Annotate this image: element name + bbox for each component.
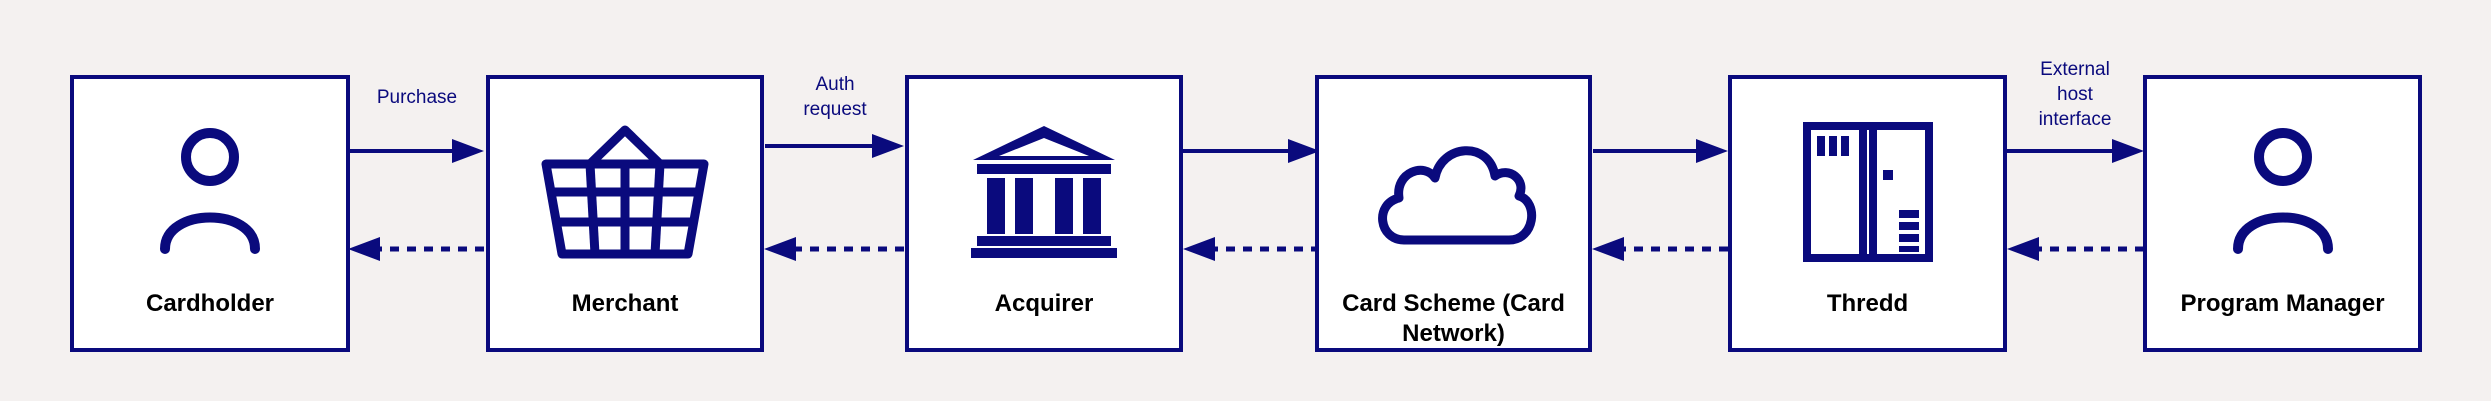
arrow-cardholder-to-merchant	[350, 139, 484, 163]
node-label: Thredd	[1826, 290, 1909, 317]
return-arrow-merchant-to-cardholder	[348, 237, 484, 261]
arrow-merchant-to-acquirer	[765, 134, 904, 158]
return-arrow-acquirer-to-merchant	[764, 237, 904, 261]
node-label: Merchant	[571, 290, 679, 317]
purchase-label: Purchase	[376, 87, 458, 108]
auth-request-line-1: Auth	[815, 74, 855, 95]
node-cardholder: Cardholder	[70, 75, 350, 352]
arrow-acquirer-to-card-scheme	[1183, 139, 1320, 163]
external-host-line-2: host	[2057, 84, 2093, 105]
auth-request-line-2: request	[803, 99, 867, 120]
external-host-line-1: External	[2040, 59, 2110, 80]
node-card-scheme: Card Scheme (Card Network)	[1315, 75, 1592, 352]
node-label: Card Scheme (Card Network)	[1342, 290, 1565, 347]
bank-icon	[909, 119, 1179, 264]
node-merchant: Merchant	[486, 75, 764, 352]
shopping-basket-icon	[490, 119, 760, 264]
edge-label-external-host-interface: External host interface	[2010, 57, 2140, 132]
node-program-manager: Program Manager	[2143, 75, 2422, 352]
return-arrow-thredd-to-card-scheme	[1592, 237, 1728, 261]
arrow-card-scheme-to-thredd	[1593, 139, 1728, 163]
cloud-icon	[1319, 119, 1588, 264]
arrow-thredd-to-program-manager	[2007, 139, 2144, 163]
edge-label-auth-request: Auth request	[770, 72, 900, 122]
person-icon	[2147, 119, 2418, 264]
node-label: Acquirer	[994, 290, 1094, 317]
external-host-line-3: interface	[2038, 109, 2112, 130]
node-label: Cardholder	[145, 290, 274, 317]
node-acquirer: Acquirer	[905, 75, 1183, 352]
edge-label-purchase: Purchase	[352, 85, 482, 110]
return-arrow-program-manager-to-thredd	[2007, 237, 2144, 261]
node-label: Program Manager	[2180, 290, 2385, 317]
return-arrow-card-scheme-to-acquirer	[1183, 237, 1320, 261]
node-thredd: Thredd	[1728, 75, 2007, 352]
person-icon	[74, 119, 346, 264]
server-rack-icon	[1732, 119, 2003, 264]
